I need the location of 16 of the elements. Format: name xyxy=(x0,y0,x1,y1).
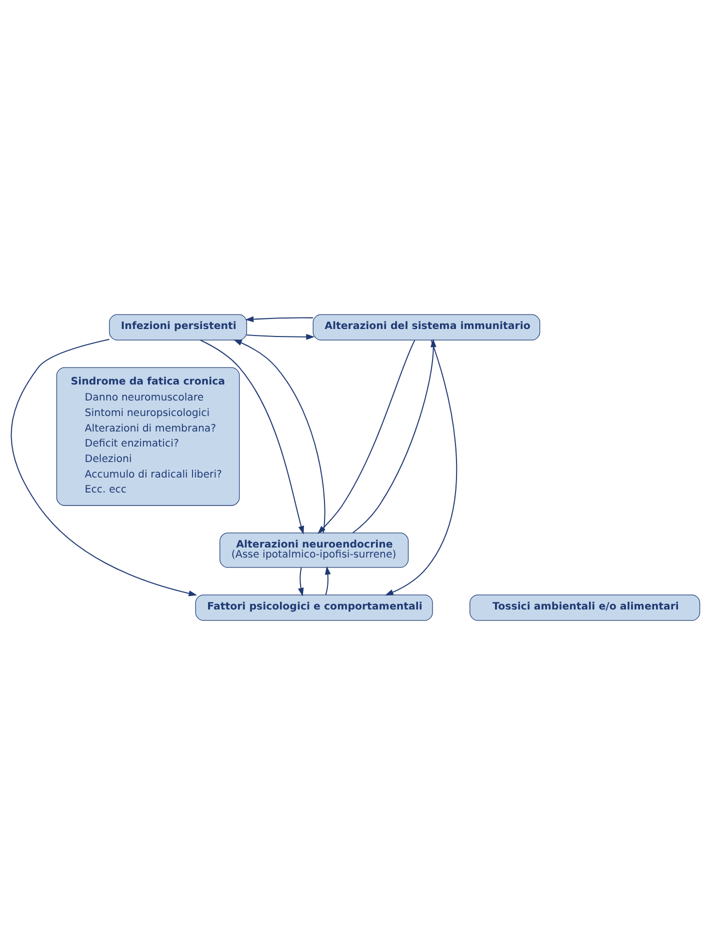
arrow xyxy=(10,338,198,596)
node-box: Tossici ambientali e/o alimentari xyxy=(470,594,700,620)
node-box: Infezioni persistenti xyxy=(109,314,248,340)
arrow xyxy=(298,567,304,596)
node-box: Alterazioni del sistema immunitario xyxy=(312,314,540,340)
node-box: Sindrome da fatica cronica Danno neuromuscolare Sintomi neuropsicologici Alterazioni di membrana? Deficit enzimatici? Delezioni Accumulo di radicali liberi? Ecc. ecc xyxy=(56,366,240,506)
arrow xyxy=(324,566,331,594)
arrow xyxy=(384,339,458,595)
arrow xyxy=(233,339,326,532)
node-box: Alterazioni neuroendocrine (Asse ipotalmico-ipofisi-surrene) xyxy=(220,532,409,568)
arrow xyxy=(246,333,315,340)
arrow xyxy=(318,340,416,534)
arrow xyxy=(352,338,436,533)
arrow xyxy=(245,316,314,322)
arrow xyxy=(200,339,304,534)
node-box: Fattori psicologici e comportamentali xyxy=(195,594,433,620)
